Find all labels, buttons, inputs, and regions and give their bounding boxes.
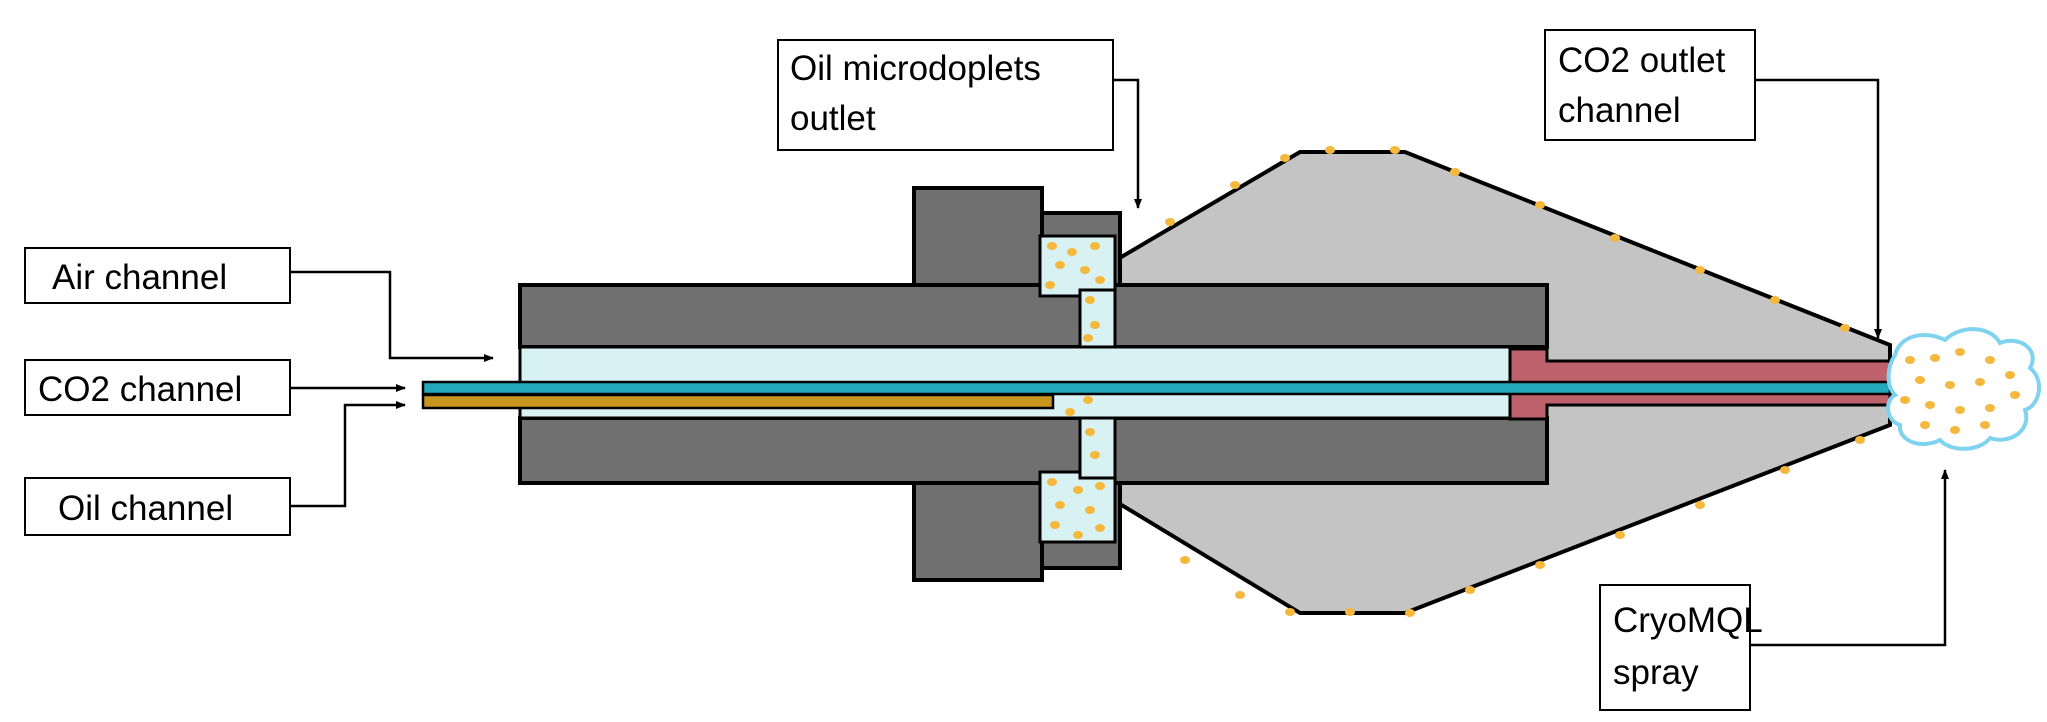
oil-droplet: [1950, 426, 1960, 434]
oil-droplet: [1985, 404, 1995, 412]
oil-droplet: [1770, 296, 1780, 304]
air-channel-label-text: Air channel: [52, 258, 227, 297]
oil-droplet: [1055, 261, 1065, 269]
oil-droplet: [1955, 348, 1965, 356]
oil-droplet: [1095, 276, 1105, 284]
flange-top: [912, 186, 1044, 287]
oil-droplet: [1055, 501, 1065, 509]
oil-droplet: [2005, 371, 2015, 379]
oil-droplet: [1900, 396, 1910, 404]
oil-droplet: [1095, 524, 1105, 532]
oil-droplet: [1083, 396, 1093, 404]
oil-droplet: [1285, 608, 1295, 616]
oil-droplet: [1325, 146, 1335, 154]
oil-droplet: [1535, 201, 1545, 209]
oil-droplet: [1920, 421, 1930, 429]
air-channel-label: Air channel: [24, 247, 291, 304]
oil-droplet: [1180, 556, 1190, 564]
oil-droplet: [1345, 608, 1355, 616]
oil-channel-label-text: Oil channel: [58, 489, 233, 528]
oil-droplet: [1090, 451, 1100, 459]
oil-tube: [421, 393, 1055, 410]
co2-outlet-label-line1: CO2 outlet: [1558, 41, 1726, 80]
cryomql-spray-label: CryoMQL spray: [1599, 584, 1763, 711]
oil-droplet: [1083, 334, 1093, 342]
oil-droplet: [1085, 296, 1095, 304]
oil-droplet: [1230, 181, 1240, 189]
air-channel-leader: [290, 270, 494, 362]
oil-droplet: [1080, 266, 1090, 274]
oil-droplet: [1980, 421, 1990, 429]
oil-droplet: [1095, 482, 1105, 490]
oil-channel-label: Oil channel: [24, 477, 291, 536]
oil-droplet: [1090, 321, 1100, 329]
oil-droplet: [1855, 436, 1865, 444]
oil-droplet: [1073, 486, 1083, 494]
oil-droplet: [1695, 501, 1705, 509]
co2-outlet-label-line2: channel: [1558, 91, 1681, 130]
nozzle-body-upper: [518, 283, 1549, 349]
oil-droplet: [1465, 586, 1475, 594]
oil-droplet: [1915, 376, 1925, 384]
cryomql-spray-cloud: [1886, 327, 2041, 451]
co2-tube: [421, 380, 1892, 396]
co2-outlet-channel-label: CO2 outlet channel: [1544, 29, 1756, 141]
oil-microdroplets-label-line1: Oil microdoplets: [790, 49, 1041, 88]
oil-droplet: [1047, 478, 1057, 486]
oil-droplet: [1695, 266, 1705, 274]
microdroplet-duct-bottom: [1078, 416, 1117, 480]
oil-microdroplets-label-line2: outlet: [790, 99, 876, 138]
oil-channel-leader: [290, 401, 406, 508]
cryomql-label-line1: CryoMQL: [1613, 601, 1763, 640]
oil-droplet: [1405, 609, 1415, 617]
oil-droplet: [1955, 406, 1965, 414]
oil-droplet: [1535, 561, 1545, 569]
oil-droplet: [1615, 531, 1625, 539]
oil-droplet: [1085, 428, 1095, 436]
oil-droplet: [1235, 591, 1245, 599]
oil-droplet: [1930, 354, 1940, 362]
co2-channel-label: CO2 channel: [24, 359, 291, 416]
co2-outlet-leader: [1755, 78, 1882, 339]
oil-droplets: [1045, 146, 2020, 617]
oil-droplet: [1085, 506, 1095, 514]
oil-microdroplets-leader: [1113, 78, 1142, 209]
oil-droplet: [1280, 154, 1290, 162]
oil-droplet: [1390, 146, 1400, 154]
oil-droplet: [2010, 391, 2020, 399]
flange-bottom: [912, 481, 1044, 582]
oil-droplet: [1905, 356, 1915, 364]
oil-microdroplets-outlet-label: Oil microdoplets outlet: [777, 39, 1114, 151]
oil-droplet: [1073, 531, 1083, 539]
oil-droplet: [1047, 242, 1057, 250]
nozzle-body-lower: [518, 416, 1549, 485]
oil-droplet: [1975, 378, 1985, 386]
cryomql-spray-leader: [1750, 469, 1949, 647]
oil-droplet: [1090, 242, 1100, 250]
cryomql-label-line2: spray: [1613, 653, 1699, 692]
co2-channel-label-text: CO2 channel: [38, 370, 242, 409]
oil-droplet: [1610, 234, 1620, 242]
oil-droplet: [1925, 401, 1935, 409]
oil-droplet: [1045, 281, 1055, 289]
oil-droplet: [1985, 356, 1995, 364]
oil-droplet: [1067, 248, 1077, 256]
oil-droplet: [1450, 168, 1460, 176]
oil-droplet: [1780, 466, 1790, 474]
oil-droplet: [1065, 408, 1075, 416]
oil-droplet: [1165, 218, 1175, 226]
oil-droplet: [1945, 381, 1955, 389]
oil-droplet: [1050, 521, 1060, 529]
oil-droplet: [1840, 324, 1850, 332]
